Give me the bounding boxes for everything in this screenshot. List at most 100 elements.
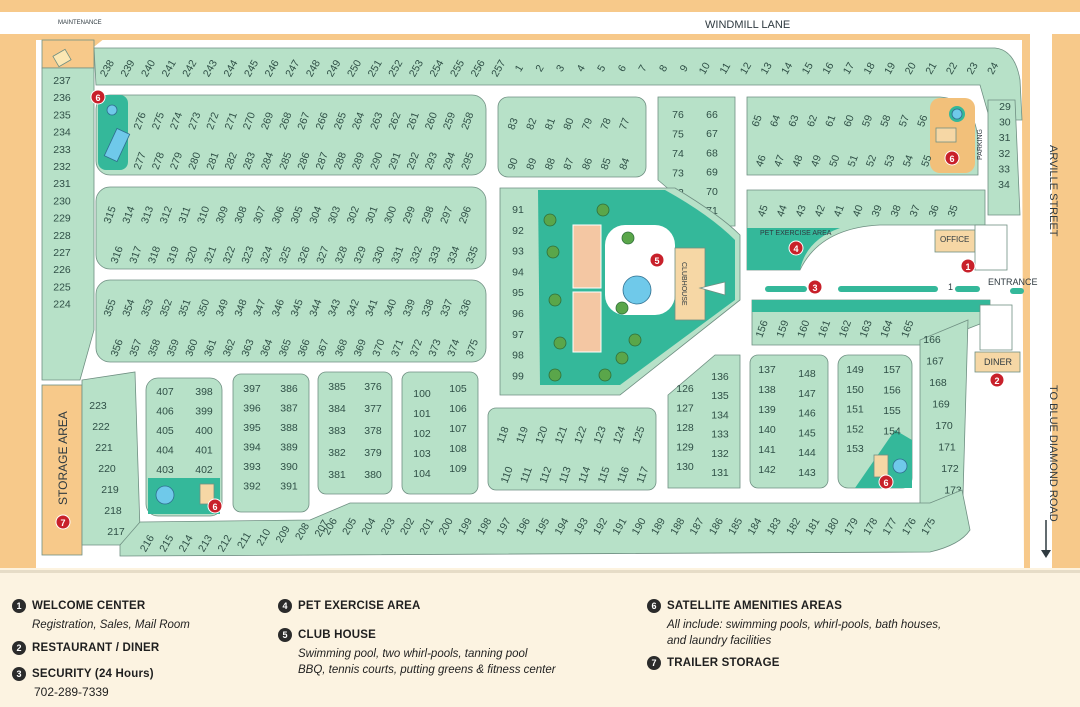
marker-satellite-se[interactable]: 6 bbox=[878, 474, 894, 490]
lot-85: 85 bbox=[599, 156, 614, 171]
marker-diner[interactable]: 2 bbox=[989, 372, 1005, 388]
lot-227: 227 bbox=[53, 247, 71, 259]
legend-title: CLUB HOUSE bbox=[298, 628, 377, 641]
legend-title: TRAILER STORAGE bbox=[667, 656, 780, 669]
entrance-label: ENTRANCE bbox=[988, 277, 1038, 287]
lot-69: 69 bbox=[706, 167, 718, 179]
lot-51: 51 bbox=[846, 153, 861, 168]
block-386-397 bbox=[232, 373, 310, 513]
lot-346: 346 bbox=[270, 298, 287, 319]
lot-73: 73 bbox=[672, 168, 684, 180]
legend-desc: Swimming pool, two whirl-pools, tanning … bbox=[298, 648, 528, 660]
lot-125: 125 bbox=[630, 425, 647, 446]
lot-306: 306 bbox=[270, 205, 287, 226]
lot-218: 218 bbox=[104, 505, 122, 517]
lot-300: 300 bbox=[382, 205, 399, 226]
lot-156: 156 bbox=[883, 385, 901, 397]
lot-356: 356 bbox=[109, 338, 126, 359]
lot-330: 330 bbox=[370, 245, 387, 266]
lot-264: 264 bbox=[350, 111, 367, 132]
lot-386: 386 bbox=[280, 383, 298, 395]
legend-title: SATELLITE AMENITIES AREAS bbox=[667, 599, 843, 612]
median-2 bbox=[838, 286, 938, 292]
svg-text:2: 2 bbox=[994, 376, 999, 386]
lot-392: 392 bbox=[243, 481, 261, 493]
lot-329: 329 bbox=[352, 245, 369, 266]
lot-58: 58 bbox=[878, 113, 893, 128]
lot-258: 258 bbox=[459, 111, 476, 132]
marker-satellite-sw[interactable]: 6 bbox=[207, 498, 223, 514]
marker-storage[interactable]: 7 bbox=[55, 514, 71, 530]
lot-137: 137 bbox=[758, 364, 776, 376]
lot-128: 128 bbox=[676, 422, 694, 434]
lot-20: 20 bbox=[903, 60, 919, 76]
lot-359: 359 bbox=[165, 338, 182, 359]
marker-satellite-nw[interactable]: 6 bbox=[90, 89, 106, 105]
lot-42: 42 bbox=[813, 203, 828, 218]
lot-313: 313 bbox=[139, 205, 156, 226]
lot-340: 340 bbox=[382, 298, 399, 319]
lot-18: 18 bbox=[861, 60, 877, 76]
lot-138: 138 bbox=[758, 384, 776, 396]
tennis-court-2 bbox=[572, 291, 602, 353]
lot-78: 78 bbox=[599, 116, 614, 131]
legend-title: RESTAURANT / DINER bbox=[32, 641, 160, 654]
lot-39: 39 bbox=[870, 203, 885, 218]
marker-welcome-center[interactable]: 1 bbox=[960, 258, 976, 274]
lot-222: 222 bbox=[92, 421, 110, 433]
lot-376: 376 bbox=[364, 381, 382, 393]
lot-170: 170 bbox=[935, 420, 953, 432]
lot-282: 282 bbox=[223, 151, 240, 172]
lot-159: 159 bbox=[774, 319, 791, 340]
lot-9: 9 bbox=[678, 63, 691, 74]
lot-221: 221 bbox=[95, 442, 113, 454]
lot-298: 298 bbox=[419, 205, 436, 226]
block-77-90 bbox=[497, 96, 647, 178]
lot-65: 65 bbox=[750, 113, 765, 128]
lot-401: 401 bbox=[195, 445, 213, 457]
arville-street-label: ARVILLE STREET bbox=[1047, 145, 1059, 237]
marker-pet-area[interactable]: 4 bbox=[788, 240, 804, 256]
marker-security[interactable]: 3 bbox=[807, 279, 823, 295]
lot-278: 278 bbox=[150, 151, 167, 172]
lot-223: 223 bbox=[89, 400, 107, 412]
diner-parking bbox=[979, 304, 1013, 351]
lot-279: 279 bbox=[168, 151, 185, 172]
lot-64: 64 bbox=[768, 113, 783, 128]
block-336-375 bbox=[95, 279, 487, 363]
lot-344: 344 bbox=[307, 298, 324, 319]
lot-135: 135 bbox=[711, 390, 729, 402]
lot-34: 34 bbox=[998, 179, 1010, 191]
median-3 bbox=[955, 286, 980, 292]
clubhouse-label: CLUBHOUSE bbox=[680, 262, 687, 306]
lot-150: 150 bbox=[846, 384, 864, 396]
lot-325: 325 bbox=[277, 245, 294, 266]
lot-321: 321 bbox=[202, 245, 219, 266]
lot-265: 265 bbox=[332, 111, 349, 132]
lot-374: 374 bbox=[445, 338, 462, 359]
lot-101: 101 bbox=[413, 408, 431, 420]
lot-133: 133 bbox=[711, 429, 729, 441]
lot-273: 273 bbox=[186, 111, 203, 132]
lot-116: 116 bbox=[615, 465, 632, 485]
lot-286: 286 bbox=[295, 151, 312, 172]
lot-140: 140 bbox=[758, 424, 776, 436]
lot-88: 88 bbox=[543, 156, 558, 171]
lot-342: 342 bbox=[345, 298, 362, 319]
legend-desc: All include: swimming pools, whirl-pools… bbox=[667, 619, 942, 631]
marker-satellite-ne[interactable]: 6 bbox=[944, 150, 960, 166]
lot-372: 372 bbox=[408, 338, 425, 359]
security-phone[interactable]: 702-289-7339 bbox=[34, 685, 109, 699]
marker-clubhouse[interactable]: 5 bbox=[649, 252, 665, 268]
office-label: OFFICE bbox=[940, 235, 969, 244]
lot-168: 168 bbox=[929, 377, 947, 389]
lot-362: 362 bbox=[221, 338, 238, 359]
lot-235: 235 bbox=[53, 109, 71, 121]
